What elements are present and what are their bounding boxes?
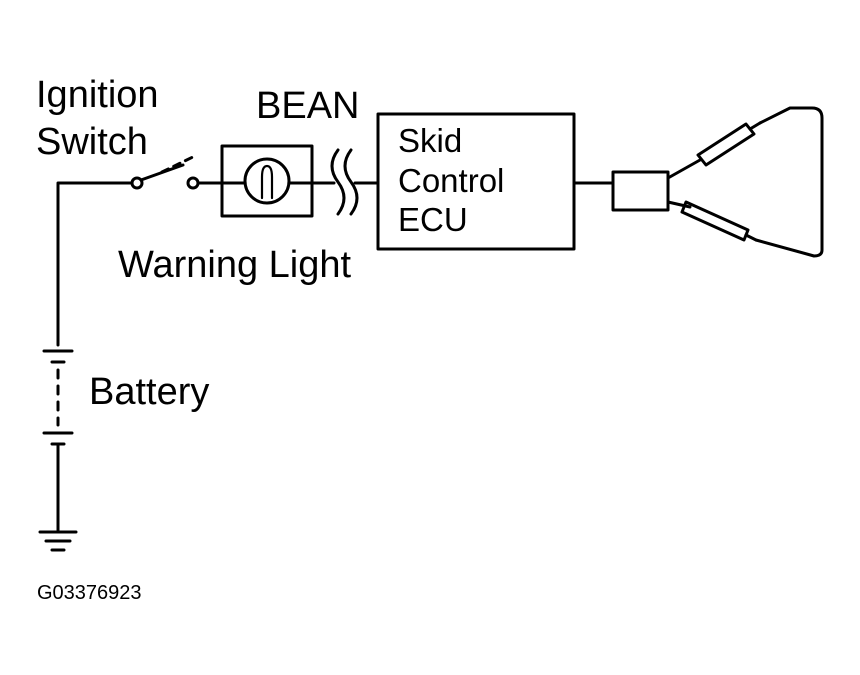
ignition-switch [130,153,200,190]
ignition-label-line2: Switch [36,121,148,163]
ground-symbol [38,530,78,552]
wire-left-vertical [56,181,134,347]
switch-contact-left [130,176,144,190]
battery-label: Battery [89,371,209,413]
warning-light-label: Warning Light [118,244,351,286]
ignition-label-line1: Ignition [36,74,159,116]
ecu-label-line1: Skid [398,122,462,159]
warning-light-box [220,144,314,218]
probe-lower [666,200,758,242]
bean-break-symbol [330,148,359,216]
probe-upper [666,121,762,180]
lamp-filament-icon [260,164,274,200]
bean-label: BEAN [256,85,359,127]
switch-lever-dash [160,153,199,174]
warning-light [220,144,314,218]
probe-cable [754,106,824,258]
figure-id: G03376923 [37,582,142,604]
battery-symbol [42,349,74,532]
diagnostic-connector [611,170,670,212]
lamp-bulb-icon [243,157,291,205]
ecu-label-line3: ECU [398,201,468,238]
ecu-label-line2: Control [398,162,504,199]
